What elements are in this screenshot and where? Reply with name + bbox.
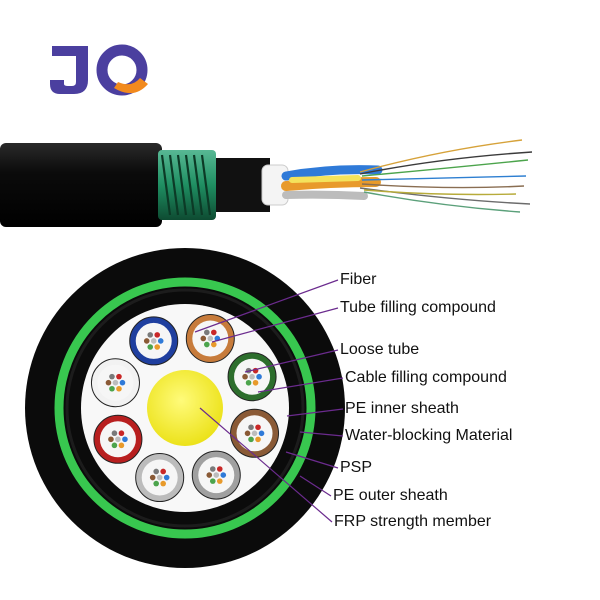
loose-tube — [135, 453, 185, 503]
loose-tube — [93, 414, 143, 464]
fiber-dot — [153, 480, 159, 487]
loose-tube — [230, 408, 280, 458]
side-psp-armor — [158, 150, 216, 220]
water-blocking-ring — [54, 277, 316, 539]
label-frp-strength-member: FRP strength member — [334, 513, 492, 530]
fiber-dot — [206, 472, 213, 478]
fiber-dot — [244, 430, 251, 437]
fiber-dot — [242, 373, 248, 380]
fiber-dot — [209, 478, 216, 484]
fiber-dot — [216, 466, 223, 472]
loose-tubes-group — [90, 313, 280, 503]
fiber-dot — [252, 379, 259, 386]
fiber-dot — [119, 379, 126, 386]
fiber-dot — [255, 436, 261, 443]
side-inner-sheath — [212, 158, 270, 212]
fiber-dot — [211, 341, 217, 348]
fiber-dot — [255, 424, 261, 431]
fiber-dot — [220, 472, 227, 478]
label-pe-inner-sheath: PE inner sheath — [345, 400, 459, 417]
fiber-dot — [111, 442, 118, 449]
jq-logo — [50, 44, 148, 96]
fiber-dot — [122, 436, 128, 443]
label-fiber: Fiber — [340, 271, 377, 288]
fiber-dot — [111, 430, 118, 437]
loose-tube — [129, 316, 179, 366]
fiber-dot — [209, 466, 216, 472]
fiber-dot — [109, 373, 115, 380]
fiber-dot — [154, 344, 161, 350]
leader-line — [211, 307, 339, 343]
side-outer-sheath — [0, 143, 162, 227]
fiber-dot — [154, 332, 161, 338]
frp-strength-member — [147, 370, 223, 446]
loose-tube — [185, 313, 235, 363]
fiber-dot — [118, 442, 125, 449]
fiber-dot — [108, 436, 114, 443]
label-water-blocking-material: Water-blocking Material — [345, 427, 513, 444]
fiber-dot — [204, 329, 210, 336]
label-cable-filling-compound: Cable filling compound — [345, 369, 507, 386]
fiber-dot — [200, 335, 207, 342]
leader-line — [286, 408, 344, 417]
leader-line — [199, 407, 333, 523]
fiber-dot — [160, 468, 166, 475]
fiber-dot — [258, 430, 265, 437]
logo-j-shape — [50, 46, 88, 94]
loose-tube — [191, 450, 241, 500]
fiber-dot — [116, 373, 122, 380]
leader-line — [257, 377, 344, 393]
fiber-dot — [143, 338, 150, 344]
loose-tube — [227, 352, 277, 402]
fiber-dot — [160, 480, 166, 487]
label-pe-outer-sheath: PE outer sheath — [333, 487, 448, 504]
fiber-dot — [248, 436, 254, 443]
optical-cable-side-view — [0, 139, 533, 227]
fiber-dot — [216, 478, 223, 484]
label-psp: PSP — [340, 459, 373, 476]
logo-q-swoosh — [114, 78, 148, 94]
fiber-dot — [118, 430, 125, 437]
label-loose-tube: Loose tube — [340, 341, 420, 358]
loose-tube — [90, 358, 140, 408]
fiber-dot — [153, 468, 159, 475]
fiber-dot — [147, 344, 154, 350]
leader-line — [299, 475, 332, 497]
side-fibers — [359, 139, 533, 213]
fiber-dot — [105, 379, 112, 386]
optical-cable-cross-section — [25, 248, 345, 568]
fiber-dot — [248, 424, 254, 431]
fiber-dot — [157, 338, 164, 344]
fiber-dot — [163, 474, 170, 481]
leader-line — [285, 451, 339, 469]
label-tube-filling-compound: Tube filling compound — [340, 299, 496, 316]
fiber-dot — [149, 474, 156, 481]
leader-lines — [194, 279, 344, 523]
fiber-dot — [204, 341, 210, 348]
fiber-dot — [256, 373, 262, 380]
fiber-dot — [147, 332, 154, 338]
leader-line — [194, 279, 339, 333]
fiber-dot — [109, 385, 115, 392]
fiber-dot — [245, 379, 252, 386]
fiber-dot — [116, 385, 122, 392]
leader-line — [299, 431, 344, 437]
fiber-dot — [211, 329, 217, 336]
leader-line — [244, 349, 339, 373]
